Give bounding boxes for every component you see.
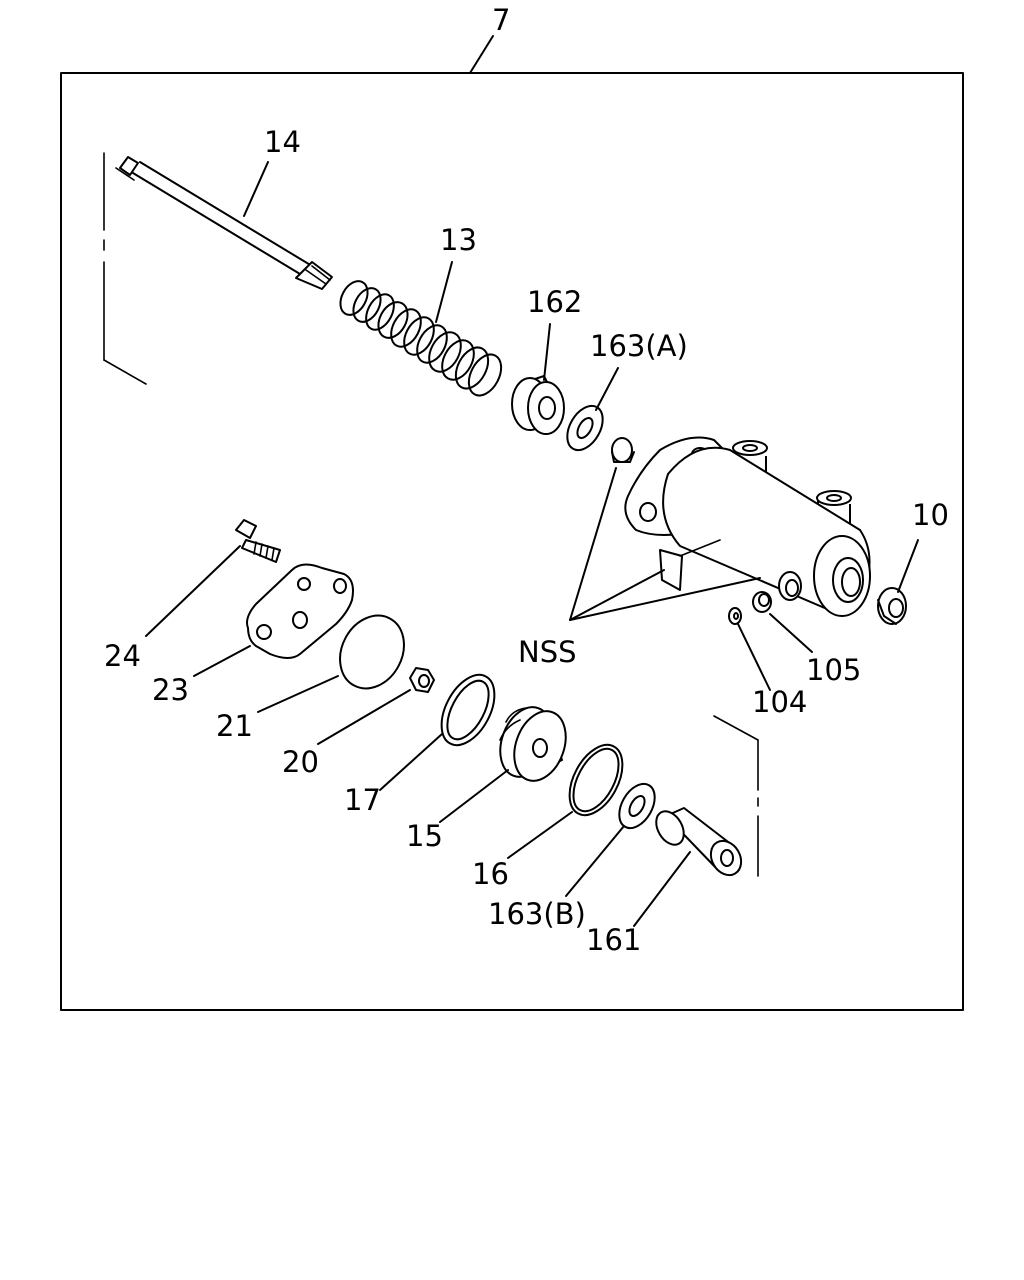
part-14-rod [115,156,333,290]
part-cylinder-body [624,436,871,617]
part-nss-plug [611,437,635,463]
label-104: 104 [752,685,807,719]
leader-104 [737,623,771,691]
part-10-seal [877,587,907,625]
label-23: 23 [152,673,189,707]
label-161: 161 [586,923,641,957]
leader-14 [243,161,269,217]
part-23-cover [246,563,354,659]
leader-162 [543,323,551,381]
part-20-nut [409,667,435,693]
part-162-bushing [511,375,565,435]
leader-21 [257,675,339,713]
part-15-piston [499,706,567,782]
label-163a: 163(A) [590,329,688,363]
label-15: 15 [406,819,443,853]
label-nss: NSS [518,635,577,669]
part-24-bolt [235,519,281,563]
leader-163a [595,367,619,411]
label-10: 10 [912,498,949,532]
label-13: 13 [440,223,477,257]
leader-23 [193,645,251,677]
part-104-washer [728,607,742,625]
part-161-sleeve [655,807,743,877]
part-17-ring [440,673,496,747]
leader-15 [439,769,509,823]
part-13-spring [339,280,503,397]
leader-7 [469,35,494,74]
leader-163b [565,825,625,897]
label-105: 105 [806,653,861,687]
label-14: 14 [264,125,301,159]
leaders-nss [569,467,761,621]
label-20: 20 [282,745,319,779]
part-16-seal [568,743,624,817]
leader-13 [435,261,453,323]
label-16: 16 [472,857,509,891]
leader-24 [145,545,241,637]
label-24: 24 [104,639,141,673]
leader-161 [633,851,691,927]
part-163a-washer [566,404,604,452]
label-163b: 163(B) [488,897,586,931]
label-17: 17 [344,783,381,817]
bracket-lower-right [713,715,759,877]
label-7: 7 [492,3,510,37]
label-21: 21 [216,709,253,743]
bracket-upper-left [103,152,147,385]
leader-105 [769,613,813,653]
assembly-frame [60,72,964,1011]
label-162: 162 [527,285,582,319]
leader-10 [897,539,919,593]
leader-17 [379,733,443,791]
part-163b-washer [618,782,656,830]
leader-16 [507,811,573,859]
part-21-gasket [339,614,405,690]
leader-20 [317,689,411,745]
part-105-cap [752,591,772,613]
